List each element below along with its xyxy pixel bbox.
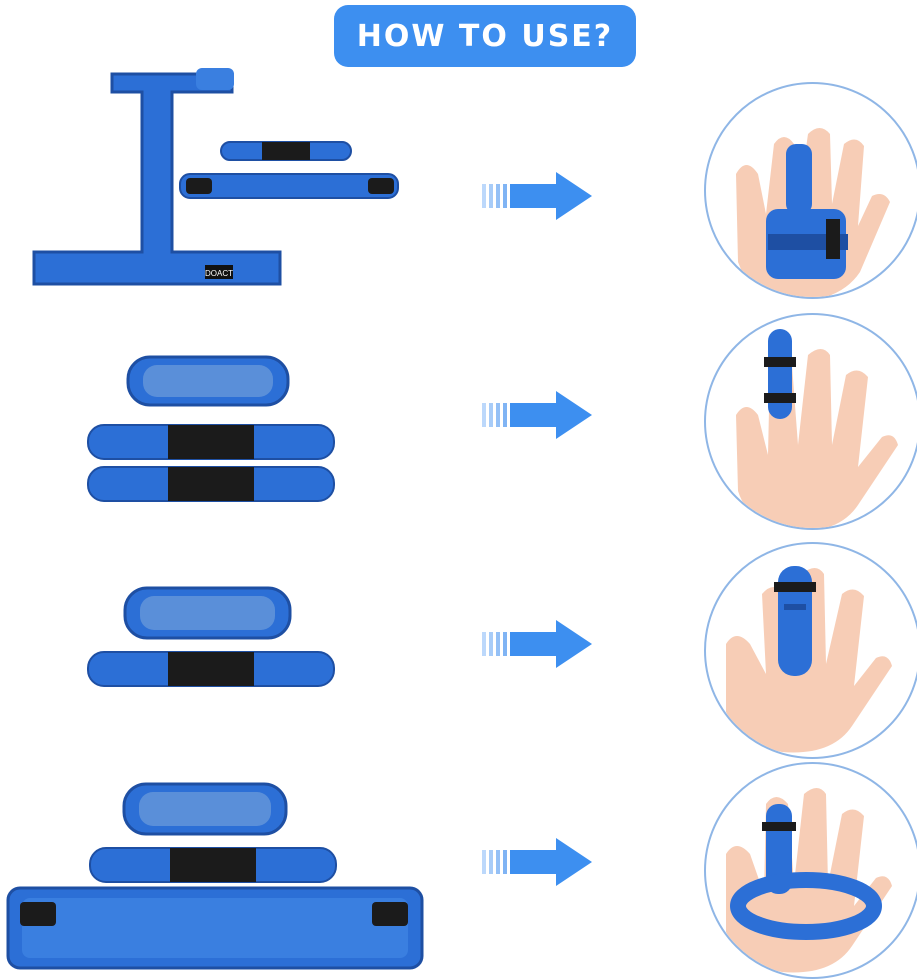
step-row-2: [0, 305, 917, 535]
arrow-right-icon: [482, 838, 592, 886]
brace-kit-image-4: [6, 782, 424, 970]
arrow-right-icon: [482, 391, 592, 439]
brace-kit-image-1: DOACT: [32, 68, 399, 286]
arrow-right-icon: [482, 620, 592, 668]
step-row-3: [0, 540, 917, 760]
illustration-circle-2: [704, 313, 917, 530]
step-row-4: [0, 762, 917, 979]
arrow-right-icon: [482, 172, 592, 220]
hand-with-finger-splint-single-image: [726, 566, 892, 753]
hand-with-splint-and-palm-strap-image: [726, 788, 892, 973]
page-title-text: HOW TO USE?: [356, 18, 614, 54]
illustration-circle-1: [704, 82, 917, 299]
brace-kit-image-2: [87, 355, 335, 502]
illustration-circle-3: [704, 542, 917, 759]
brace-kit-image-3: [87, 586, 335, 687]
hand-with-finger-splint-image: [736, 329, 898, 528]
brand-label: DOACT: [205, 269, 233, 278]
illustration-circle-4: [704, 762, 917, 979]
step-row-1: DOACT: [0, 60, 917, 300]
hand-with-full-brace-image: [736, 128, 890, 297]
page-title: HOW TO USE?: [334, 5, 636, 67]
